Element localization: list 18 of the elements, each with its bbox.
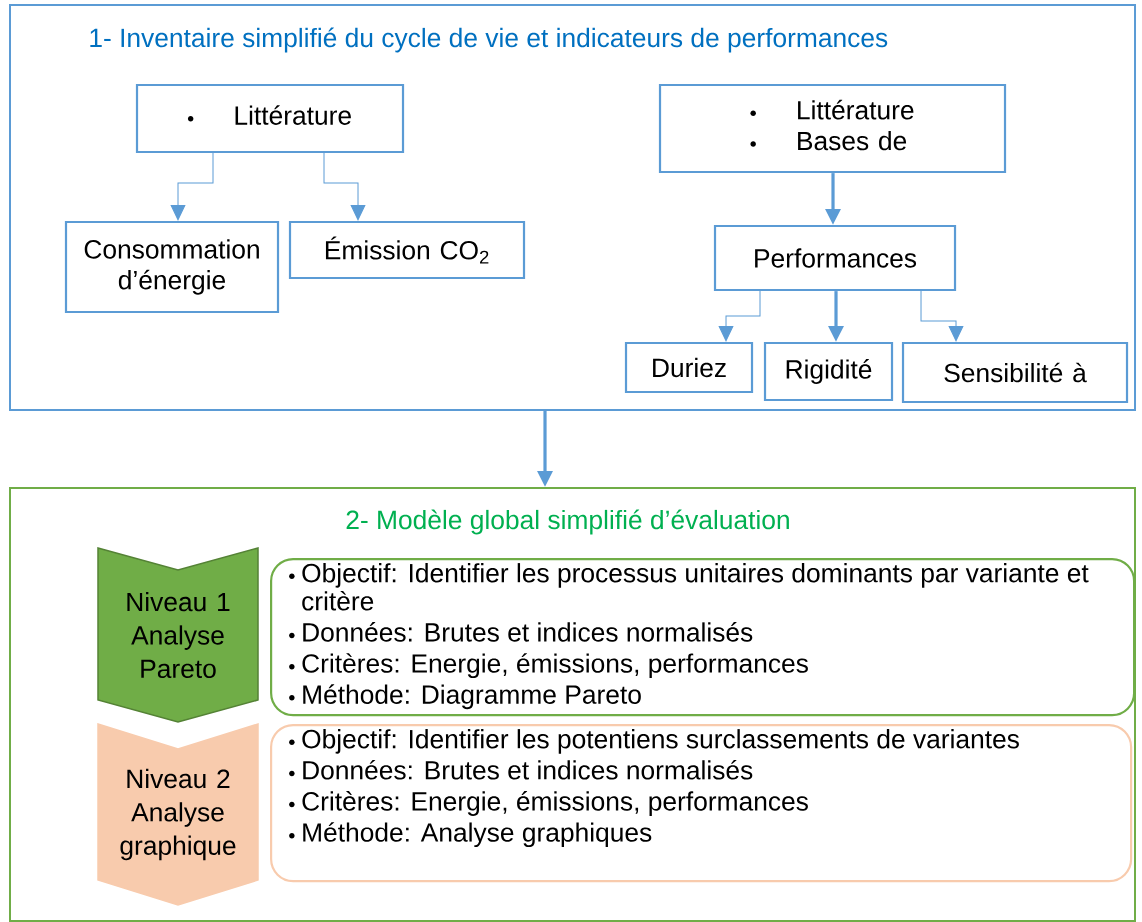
text-box: Sensibilité à (901, 341, 1129, 404)
text-box: Duriez (624, 341, 754, 394)
arrow (323, 152, 366, 221)
arrow (170, 152, 214, 221)
level-banner: Niveau 1 Analyse Pareto (97, 547, 259, 723)
text-box: Rigidité (763, 341, 894, 402)
text-box: Émission CO$_{2}$ (288, 220, 526, 280)
arrow (718, 290, 761, 342)
text-box: Consommation d’énergie (64, 220, 280, 314)
criteria-box: Objectif: Identifier les potentiens surclassements de variantes Données: Brutes et indices normalisés Critères: Energie, émissions, performances Méthode: Analyse graphiques (270, 724, 1133, 883)
text-box: Littérature Bases de (658, 83, 1007, 174)
text-box: Littérature (135, 83, 405, 154)
section-title: 2- Modèle global simplifié d’évaluation (346, 509, 789, 535)
text-box: Performances (713, 224, 957, 292)
level-banner: Niveau 2 Analyse graphique (97, 723, 259, 906)
section-title: 1- Inventaire simplifié du cycle de vie et indicateurs de performances (90, 27, 888, 53)
arrow (920, 290, 964, 342)
criteria-box: Objectif: Identifier les processus unitaires dominants par variante et critère Données: Brutes et indices normalisés Critères: Energie, émissions, performances Méthode: Diagramme Pareto (270, 558, 1136, 717)
